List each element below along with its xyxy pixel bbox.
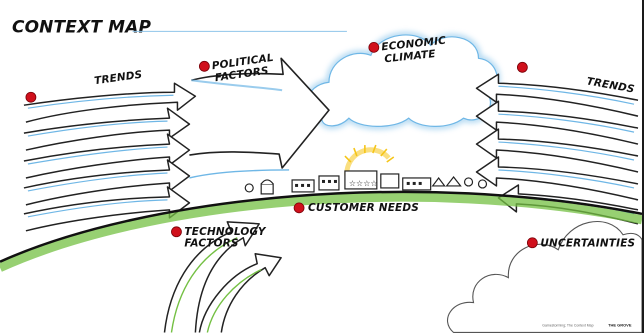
horizon-ground <box>0 190 642 272</box>
technology-arrows <box>163 221 282 333</box>
sun-rays <box>344 144 395 177</box>
marker-dot-economic <box>368 41 380 53</box>
label-trends-left: TRENDS <box>93 69 143 88</box>
trend-arrow-left-6 <box>189 169 290 179</box>
trend-arrow-right-4 <box>475 156 639 201</box>
town-skyline <box>244 170 488 195</box>
label-uncertainties: UNCERTAINTIES <box>540 238 635 250</box>
page-title: CONTEXT MAP <box>12 16 152 36</box>
trend-arrow-right-1 <box>475 73 639 117</box>
trend-arrow-left-5 <box>23 186 191 232</box>
trend-arrow-right-3 <box>475 128 639 173</box>
footer-credit: Gamestorming; The Context Map THE GROVE <box>542 323 632 328</box>
title-block: CONTEXT MAP <box>12 16 347 36</box>
marker-dot-uncertainties <box>526 237 538 249</box>
label-technology-line2: FACTORS <box>184 238 238 250</box>
marker-dot-technology <box>171 226 182 238</box>
marker-dot-trends-right <box>516 61 528 73</box>
trend-arrow-left-3 <box>23 133 191 179</box>
trend-arrow-left-2 <box>23 107 191 151</box>
brand-text: THE GROVE <box>608 323 632 328</box>
economic-cloud <box>304 31 501 130</box>
town-windows: ☆☆☆☆ <box>295 179 422 188</box>
trend-arrows-left <box>23 82 290 232</box>
label-technology-line1: TECHNOLOGY <box>184 226 266 238</box>
marker-dot-customer-needs <box>293 202 305 214</box>
marker-dot-political <box>198 60 210 72</box>
marker-dots <box>25 41 538 249</box>
label-customer-needs: CUSTOMER NEEDS <box>308 202 419 214</box>
technology-arrow-1 <box>163 221 260 333</box>
label-economic-line2: CLIMATE <box>384 48 436 65</box>
trend-arrow-right-2 <box>475 100 639 145</box>
marker-dot-trends-left <box>25 91 37 103</box>
trend-arrow-left-1 <box>23 82 197 123</box>
credit-text: Gamestorming; The Context Map <box>542 324 593 328</box>
svg-text:☆☆☆☆: ☆☆☆☆ <box>349 179 378 188</box>
trend-arrow-left-4 <box>23 159 191 206</box>
technology-arrow-2 <box>198 252 282 333</box>
political-factors-arrow <box>189 57 330 169</box>
